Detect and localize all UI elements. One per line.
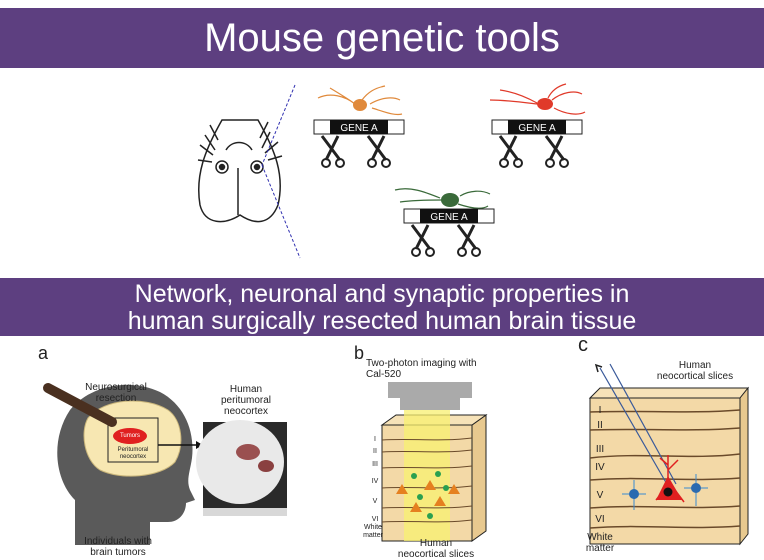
tissue-photo	[196, 420, 287, 516]
layer-label: II	[373, 448, 377, 455]
surgical-tool	[43, 383, 117, 427]
imaging-label: Two-photon imaging with Cal-520	[366, 358, 477, 380]
neuron-soma-orange	[353, 99, 367, 111]
neuron-green	[394, 188, 491, 209]
layer-label: V	[372, 498, 378, 505]
layer-label: I	[374, 436, 376, 443]
electrophysiology-slice	[588, 363, 750, 546]
individuals-label: Individuals with brain tumors	[84, 536, 152, 558]
title-banner-mouse: Mouse genetic tools	[0, 8, 764, 68]
tumors-label: Tumors	[119, 433, 141, 439]
title-banner-human: Network, neuronal and synaptic propertie…	[0, 278, 764, 336]
dashed-line	[261, 84, 301, 259]
gene-label: GENE A	[340, 123, 378, 134]
resection-label: Neurosurgical resection	[85, 382, 147, 404]
two-photon-slice	[380, 382, 488, 542]
photo-label: Human peritumoral neocortex	[220, 384, 272, 417]
layer-label: III	[372, 461, 378, 468]
panel-letter-b: b	[354, 343, 365, 363]
layer-label: III	[595, 444, 605, 455]
gene-label: GENE A	[518, 123, 556, 134]
layer-label: VI	[595, 514, 605, 525]
layer-label: White matter	[585, 532, 615, 554]
layer-label: VI	[371, 516, 379, 523]
banner-title-human: Network, neuronal and synaptic propertie…	[127, 280, 637, 335]
mouse-head-icon	[197, 119, 283, 223]
layer-label: IV	[371, 478, 379, 485]
layer-label: White matter	[363, 524, 383, 539]
scissors-icon	[320, 135, 569, 257]
layer-label: II	[597, 420, 603, 431]
panel-letter-a: a	[38, 343, 49, 363]
neuron-soma-green	[441, 193, 459, 207]
layer-label: V	[596, 490, 604, 501]
banner-title: Mouse genetic tools	[204, 16, 560, 60]
neuron-orange	[317, 85, 403, 116]
panel-letter-c: c	[578, 334, 588, 356]
gene-label: GENE A	[430, 212, 468, 223]
neuron-soma-red	[537, 98, 553, 110]
slices-label-b: Human neocortical slices	[397, 538, 475, 560]
peritumoral-label: Peritumoral neocortex	[117, 447, 149, 460]
layer-label: I	[598, 405, 602, 416]
slices-label-c: Human neocortical slices	[656, 360, 734, 382]
neuron-red	[489, 83, 586, 115]
layer-label: IV	[595, 462, 605, 473]
